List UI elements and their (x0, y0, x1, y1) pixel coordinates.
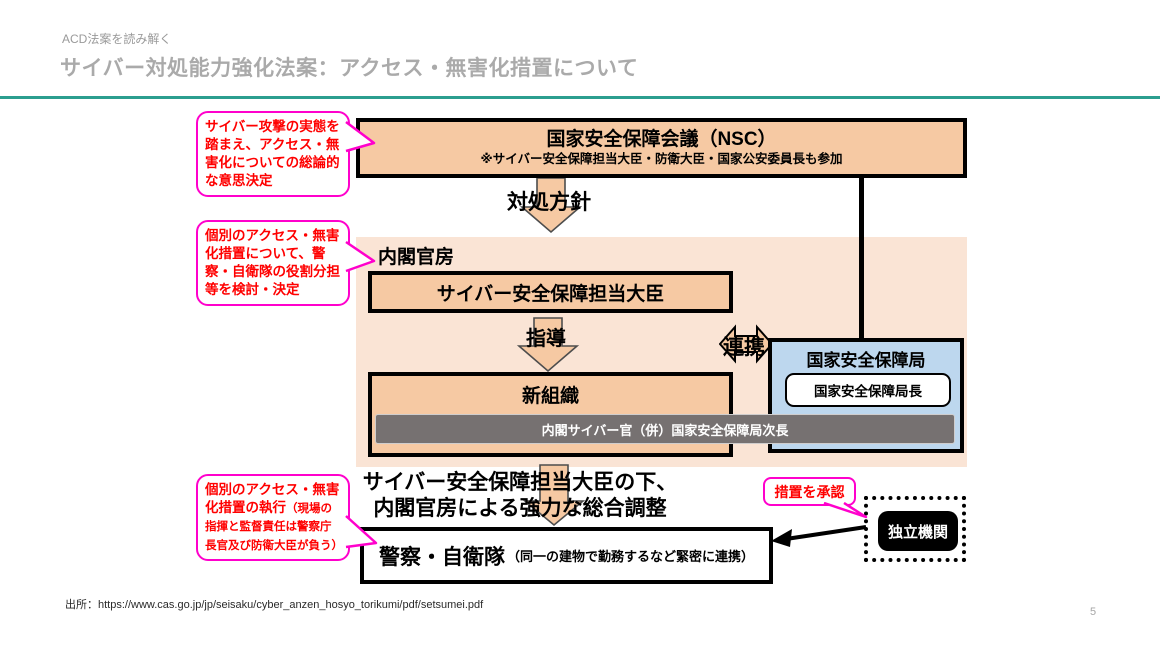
source-citation: 出所：https://www.cas.go.jp/jp/seisaku/cybe… (65, 599, 484, 611)
page-title: サイバー対処能力強化法案：アクセス・無害化措置について (60, 57, 639, 80)
eyebrow-text: ACD法案を読み解く (62, 32, 172, 46)
callout-nsc-decision-text: サイバー攻撃の実態を踏まえ、アクセス・無害化についての総論的な意思決定 (205, 119, 340, 188)
callout-nsc-decision-tail (345, 121, 376, 153)
police-sdf-box: 警察・自衛隊 （同一の建物で勤務するなど緊密に連携） (360, 527, 773, 584)
callout-execution-main: 個別のアクセス・無害化措置の執行 (205, 482, 340, 515)
policy-arrow-label: 対処方針 (507, 191, 591, 214)
coordination-down-arrow (522, 464, 586, 527)
approval-callout-tail (823, 502, 868, 519)
callout-execution-tail (345, 515, 378, 549)
nsc-subtitle: ※サイバー安全保障担当大臣・防衛大臣・国家公安委員長も参加 (480, 151, 843, 166)
nsc-to-nss-connector-line (859, 178, 864, 340)
nsc-title: 国家安全保障会議（NSC） (546, 128, 777, 150)
independent-org-box: 独立機関 (878, 511, 958, 551)
callout-cabinet-roles-tail (345, 240, 376, 273)
callout-cabinet-roles-text: 個別のアクセス・無害化措置について、警察・自衛隊の役割分担等を検討・決定 (205, 228, 340, 297)
cabinet-cyber-officer-bar: 内閣サイバー官（併）国家安全保障局次長 (375, 414, 955, 444)
policy-down-arrow (519, 177, 583, 234)
approval-arrow (771, 525, 867, 547)
new-organization-title: 新組織 (521, 386, 579, 407)
cyber-security-minister-box: サイバー安全保障担当大臣 (368, 271, 733, 313)
cabinet-secretariat-label: 内閣官房 (378, 247, 455, 268)
nsc-box: 国家安全保障会議（NSC） ※サイバー安全保障担当大臣・防衛大臣・国家公安委員長… (356, 118, 967, 178)
header-divider-line (0, 96, 1160, 99)
approval-callout: 措置を承認 (763, 477, 856, 506)
page-number: 5 (1090, 606, 1097, 618)
nss-chief-box: 国家安全保障局長 (785, 373, 951, 407)
nss-title: 国家安全保障局 (806, 351, 926, 370)
coordination-text: サイバー安全保障担当大臣の下、 内閣官房による強力な総合調整 (362, 471, 678, 521)
callout-cabinet-roles: 個別のアクセス・無害化措置について、警察・自衛隊の役割分担等を検討・決定 (196, 220, 350, 306)
independent-org-dotted-frame: 独立機関 (864, 496, 966, 562)
police-sdf-label: 警察・自衛隊 (378, 545, 505, 569)
guidance-down-arrow (516, 317, 580, 373)
cooperation-arrow-label: 連携 (723, 336, 765, 359)
guidance-arrow-label: 指導 (526, 328, 566, 350)
callout-execution-note: （現場の指揮と監督責任は警察庁長官及び防衛大臣が負う） (205, 502, 343, 552)
police-sdf-note: （同一の建物で勤務するなど緊密に連携） (506, 549, 754, 564)
callout-nsc-decision: サイバー攻撃の実態を踏まえ、アクセス・無害化についての総論的な意思決定 (196, 111, 350, 197)
callout-execution: 個別のアクセス・無害化措置の執行（現場の指揮と監督責任は警察庁長官及び防衛大臣が… (196, 474, 350, 561)
